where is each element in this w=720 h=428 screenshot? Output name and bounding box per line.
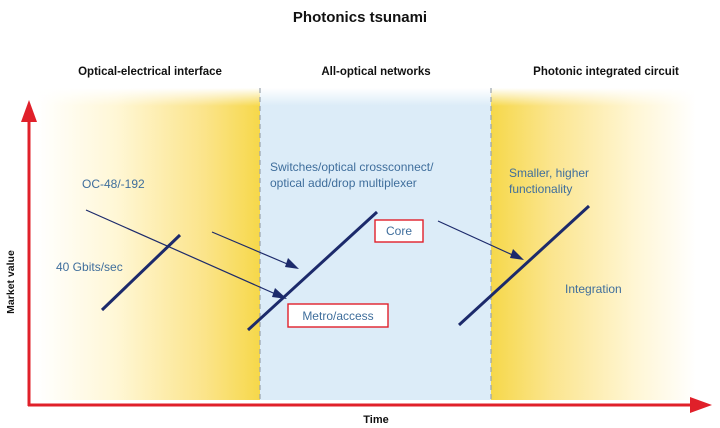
trend-line-all-optical (246, 210, 379, 332)
core-box (374, 219, 424, 243)
label-oc: OC-48/-192 (82, 177, 145, 191)
label-metro: Metro/access (302, 309, 373, 323)
section-header-left: Optical-electrical interface (78, 66, 222, 78)
arrowhead-integration-icon (510, 249, 524, 260)
x-axis-label: Time (363, 414, 388, 426)
y-axis-arrow-icon (21, 100, 37, 122)
label-switches-2: optical add/drop multiplexer (270, 176, 417, 190)
diagram-title: Photonics tsunami (293, 9, 427, 26)
top-fade (38, 88, 696, 106)
trend-line-40g (100, 233, 182, 312)
x-axis-arrow-icon (690, 397, 712, 413)
middle-band (260, 88, 491, 400)
label-core: Core (386, 224, 412, 238)
label-smaller-2: functionality (509, 182, 572, 196)
label-40g: 40 Gbits/sec (56, 260, 123, 274)
metro-box (287, 303, 389, 328)
y-axis-label: Market value (5, 250, 17, 314)
arrowhead-oc-icon (272, 288, 287, 299)
arrow-to-core-line (211, 231, 293, 267)
section-header-right: Photonic integrated circuit (533, 66, 679, 78)
arrow-oc-to-metro (85, 209, 281, 297)
arrowhead-core-icon (285, 258, 299, 269)
left-band (38, 88, 260, 400)
arrow-core-to-integration (437, 220, 518, 258)
right-band (491, 88, 696, 400)
label-smaller-1: Smaller, higher (509, 166, 589, 180)
section-header-middle: All-optical networks (321, 66, 430, 78)
trend-line-integration (457, 204, 591, 327)
label-integration: Integration (565, 282, 622, 296)
label-switches-1: Switches/optical crossconnect/ (270, 160, 434, 174)
